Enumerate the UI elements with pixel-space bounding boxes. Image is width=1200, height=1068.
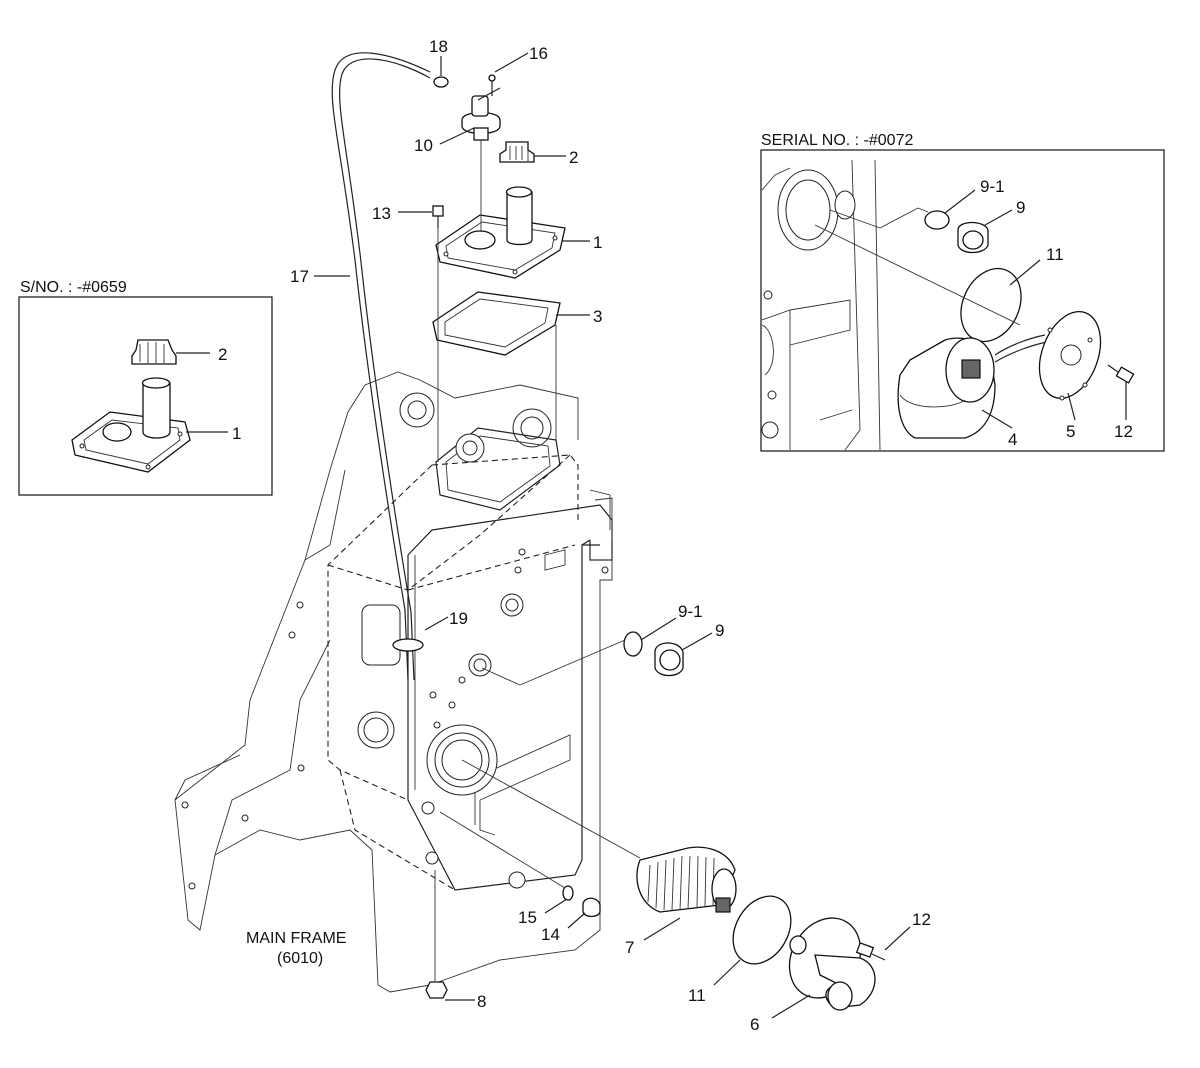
callout-8: 8 xyxy=(477,992,486,1011)
callout-9: 9 xyxy=(715,621,724,640)
callout-19: 19 xyxy=(449,609,468,628)
breather-hose xyxy=(331,52,431,681)
callout-17: 17 xyxy=(290,267,309,286)
inset-right-callout-9: 9 xyxy=(1016,198,1025,217)
leader-lines xyxy=(314,52,911,1019)
callout-15: 15 xyxy=(518,908,537,927)
callout-18: 18 xyxy=(429,37,448,56)
inset-left: S/NO. : -#0659 2 1 xyxy=(18,279,273,496)
inset-right-callout-5: 5 xyxy=(1066,422,1075,441)
main-frame-drawing xyxy=(174,371,613,993)
hose-clamp xyxy=(392,638,424,652)
inset-right-title: SERIAL NO. : -#0072 xyxy=(761,132,913,149)
inset-right-callout-4: 4 xyxy=(1008,430,1017,449)
callout-16: 16 xyxy=(529,44,548,63)
callout-10: 10 xyxy=(414,136,433,155)
inset-right-callout-9-1: 9-1 xyxy=(980,177,1005,196)
callout-13: 13 xyxy=(372,204,391,223)
main-frame-title: MAIN FRAME xyxy=(246,930,346,947)
inset-left-title: S/NO. : -#0659 xyxy=(20,279,127,296)
side-port-plug xyxy=(481,631,684,686)
callout-9-1: 9-1 xyxy=(678,602,703,621)
main-frame-code: (6010) xyxy=(277,950,323,967)
callout-12: 12 xyxy=(912,910,931,929)
part-callouts: 18 16 10 2 13 1 17 3 19 9-1 9 15 14 7 12… xyxy=(290,37,931,1034)
callout-1: 1 xyxy=(593,233,602,252)
callout-2: 2 xyxy=(569,148,578,167)
inset-right-callout-12: 12 xyxy=(1114,422,1133,441)
inset-left-callout-2: 2 xyxy=(218,345,227,364)
inset-right-callout-11: 11 xyxy=(1046,245,1064,264)
callout-7: 7 xyxy=(625,938,634,957)
top-cap-assembly xyxy=(432,74,566,462)
callout-14: 14 xyxy=(541,925,560,944)
suction-strainer-assembly xyxy=(425,759,886,1011)
callout-3: 3 xyxy=(593,307,602,326)
callout-6: 6 xyxy=(750,1015,759,1034)
main-frame-label: MAIN FRAME (6010) xyxy=(246,930,346,967)
inset-left-callout-1: 1 xyxy=(232,424,241,443)
inset-right: SERIAL NO. : -#0072 xyxy=(760,132,1165,452)
callout-11: 11 xyxy=(688,986,706,1005)
